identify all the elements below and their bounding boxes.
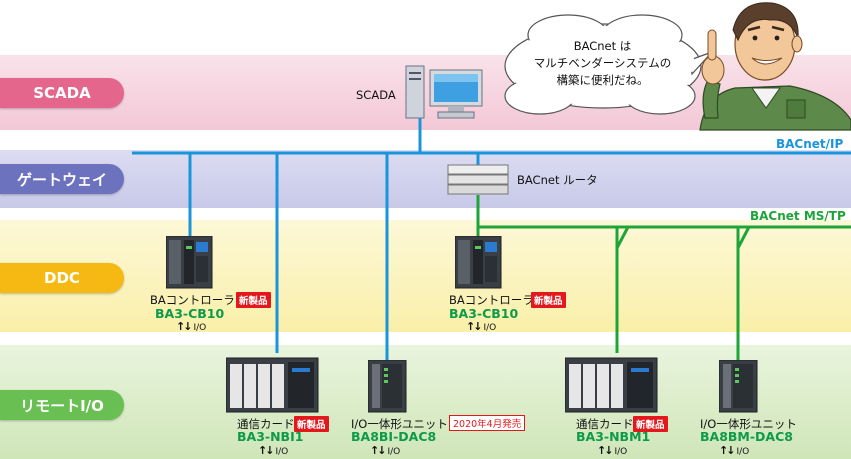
io-unit-bi-device	[368, 360, 407, 413]
io-unit-bm-device	[719, 360, 758, 413]
card-nbi1-device	[226, 357, 319, 413]
card-nbm1-name: 通信カード	[576, 417, 634, 431]
bubble-line-1: BACnet は	[573, 39, 632, 53]
io-unit-bm-model: BA8BM-DAC8	[700, 429, 793, 444]
scada-pc-icon	[405, 65, 483, 119]
mstp-branch-1	[615, 226, 630, 249]
controller-left-model: BA3-CB10	[155, 306, 225, 321]
bacnet-router-icon	[447, 164, 509, 195]
bacnet-mstp-label: BACnet MS/TP	[750, 209, 846, 223]
io-unit-bm-name: I/O一体形ユニット	[700, 417, 797, 431]
controller-right-io: ↑↓I/O	[466, 320, 497, 333]
worker-character	[699, 2, 851, 131]
mstp-branch-2	[736, 226, 751, 249]
scada-pc-label: SCADA	[356, 88, 396, 102]
router-label: BACnet ルータ	[517, 173, 598, 187]
controller-right-new-badge: 新製品	[531, 292, 566, 308]
card-nbm1-io: ↑↓I/O	[597, 444, 628, 457]
layer-label-remote-io: リモートI/O	[0, 390, 124, 420]
layer-label-ddc: DDC	[0, 263, 124, 293]
card-nbm1-new-badge: 新製品	[633, 416, 668, 432]
controller-right-device	[455, 236, 502, 289]
layer-label-scada: SCADA	[0, 78, 124, 108]
bacnet-ip-label: BACnet/IP	[776, 137, 844, 151]
card-nbi1-model: BA3-NBI1	[237, 429, 304, 444]
layer-label-gateway: ゲートウェイ	[0, 164, 124, 194]
card-nbm1-device	[565, 357, 658, 413]
card-nbi1-io: ↑↓I/O	[258, 444, 289, 457]
ddc-band	[0, 220, 851, 332]
io-unit-bi-io: ↑↓I/O	[370, 444, 401, 457]
bubble-line-2: マルチベンダーシステムの	[533, 56, 672, 70]
card-nbm1-model: BA3-NBM1	[576, 429, 651, 444]
controller-right-model: BA3-CB10	[449, 306, 519, 321]
io-unit-bi-model: BA8BI-DAC8	[351, 429, 437, 444]
speech-bubble-text: BACnet は マルチベンダーシステムの 構築に便利だね。	[520, 38, 685, 89]
gateway-band	[0, 150, 851, 208]
controller-left-name: BAコントローラ	[150, 293, 235, 307]
card-nbi1-new-badge: 新製品	[294, 416, 329, 432]
speech-bubble	[504, 14, 713, 115]
remote-io-band	[0, 345, 851, 459]
controller-left-new-badge: 新製品	[236, 292, 271, 308]
io-unit-bm-io: ↑↓I/O	[719, 444, 750, 457]
controller-left-device	[166, 236, 213, 289]
bubble-line-3: 構築に便利だね。	[556, 73, 649, 87]
card-nbi1-name: 通信カード	[237, 417, 295, 431]
controller-right-name: BAコントローラ	[449, 293, 534, 307]
io-unit-bi-release-badge: 2020年4月発売	[449, 415, 526, 431]
controller-left-io: ↑↓I/O	[176, 320, 207, 333]
io-unit-bi-name: I/O一体形ユニット	[351, 417, 448, 431]
